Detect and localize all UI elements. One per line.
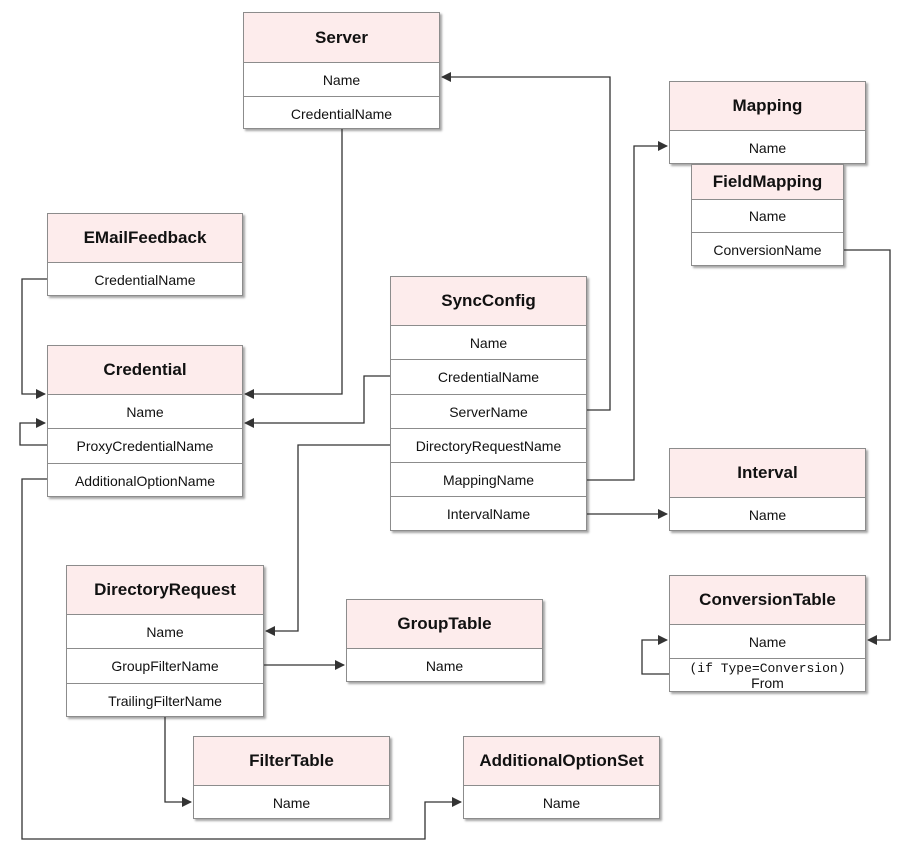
table-directory-request: DirectoryRequest Name GroupFilterName Tr… [66,565,264,717]
field-name: Name [244,63,439,97]
field-credential-name: CredentialName [391,360,586,395]
table-filter-table: FilterTable Name [193,736,390,819]
connector-email-credential [21,278,47,399]
field-name: Name [542,795,581,811]
field-name: Name [67,615,263,649]
field-interval-name: IntervalName [446,505,531,522]
table-sync-config: SyncConfig Name CredentialName ServerNam… [390,276,587,531]
table-title: AdditionalOptionSet [464,737,659,786]
table-title: Interval [670,449,865,498]
table-group-table: GroupTable Name [346,599,543,682]
table-title: Credential [48,346,242,395]
field-from: (if Type=Conversion) From [670,659,865,692]
connector-sync-mapping [587,141,668,481]
field-name: Name [48,395,242,429]
field-name: Name [425,658,464,674]
connector-fieldmapping-conversion [844,249,891,645]
table-title: GroupTable [347,600,542,649]
table-title: FilterTable [194,737,389,786]
connector-credential-optionset [21,478,462,840]
field-conversion-name: ConversionName [713,242,822,258]
table-server: Server Name CredentialName [243,12,440,129]
conversion-type-note: (if Type=Conversion) [689,660,846,676]
table-title: ConversionTable [670,576,865,625]
table-conversion-table: ConversionTable Name (if Type=Conversion… [669,575,866,692]
table-email-feedback: EMailFeedback CredentialName [47,213,243,296]
field-name: Name [391,326,586,360]
connector-sync-directory [265,444,390,636]
field-name: Name [692,200,843,233]
connector-server-credential [244,129,343,399]
field-mapping-name: MappingName [391,463,586,497]
field-directory-request-name: DirectoryRequestName [391,429,586,463]
connector-directory-filter [164,717,192,807]
field-name: Name [748,140,787,156]
table-title: DirectoryRequest [67,566,263,615]
table-additional-option-set: AdditionalOptionSet Name [463,736,660,819]
field-trailing-filter-name: TrailingFilterName [108,693,222,709]
field-group-filter-name: GroupFilterName [67,649,263,684]
table-title: EMailFeedback [48,214,242,263]
field-name: Name [670,625,865,659]
connector-conversion-self [641,635,669,675]
connector-sync-server [441,72,611,411]
connector-proxy-credential [19,418,47,446]
field-name: Name [748,507,787,523]
field-name: Name [272,795,311,811]
table-title: FieldMapping [692,165,843,200]
from-label: From [751,674,784,691]
field-credential-name: CredentialName [290,105,393,122]
connector-sync-credential [244,375,390,428]
field-additional-option-name: AdditionalOptionName [74,473,216,489]
table-title: Server [244,13,439,63]
field-server-name: ServerName [391,395,586,429]
table-field-mapping: FieldMapping Name ConversionName [691,164,844,266]
table-interval: Interval Name [669,448,866,531]
field-credential-name: CredentialName [94,272,196,288]
table-title: SyncConfig [391,277,586,326]
field-proxy-credential-name: ProxyCredentialName [48,429,242,464]
table-title: Mapping [670,82,865,131]
table-credential: Credential Name ProxyCredentialName Addi… [47,345,243,497]
table-mapping: Mapping Name [669,81,866,164]
